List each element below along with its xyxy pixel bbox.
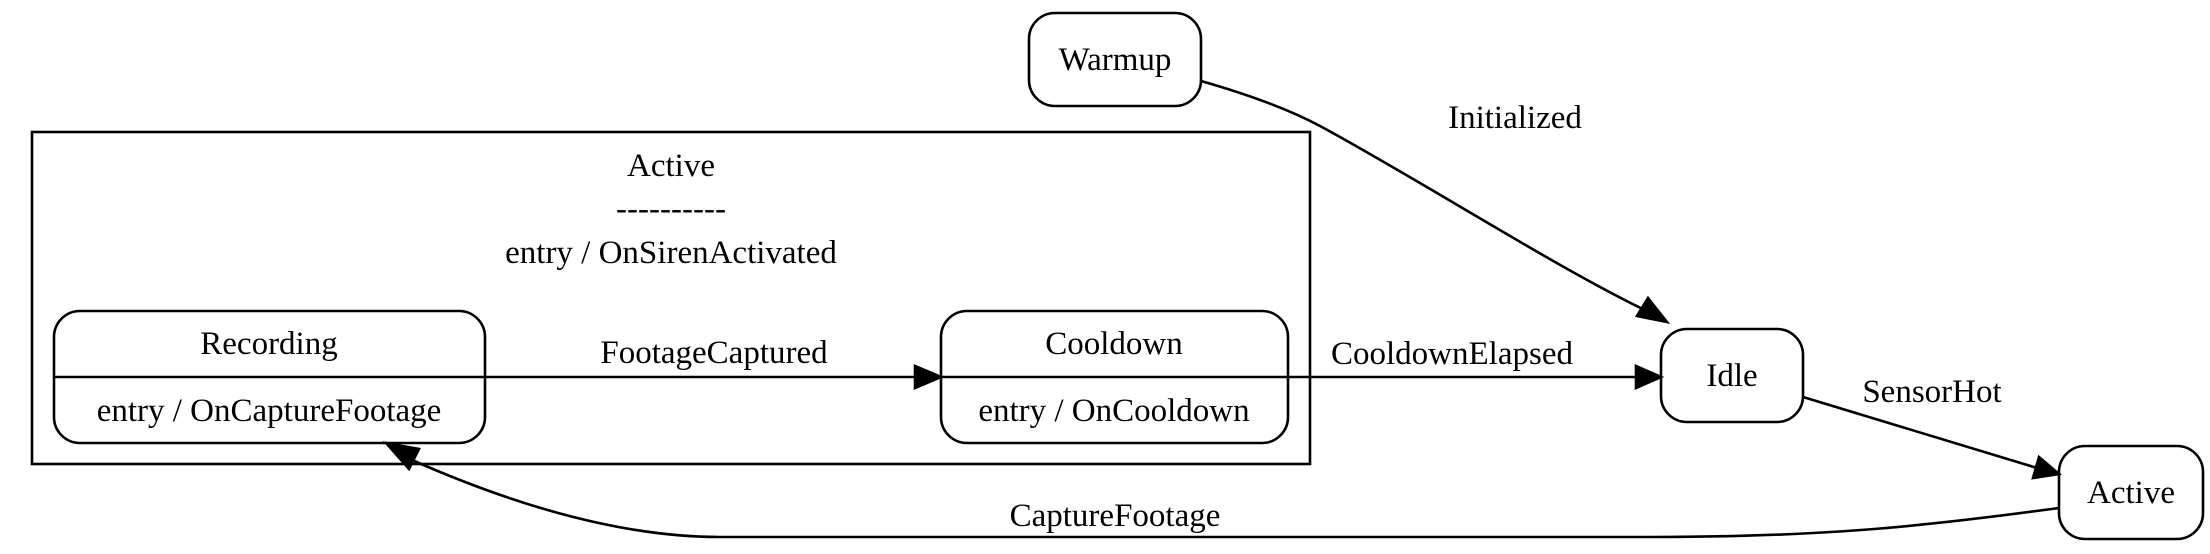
recording-name: Recording (200, 326, 337, 362)
state-recording[interactable]: Recording entry / OnCaptureFootage (52, 309, 487, 445)
transition-footage-captured: FootageCaptured (485, 335, 945, 390)
initialized-label: Initialized (1448, 100, 1582, 136)
warmup-name: Warmup (1059, 42, 1172, 78)
transition-cooldown-elapsed: CooldownElapsed (1288, 336, 1665, 390)
capture-footage-arrowhead (382, 441, 421, 472)
active-cluster-border (30, 130, 1312, 466)
capture-footage-edge (411, 458, 2060, 539)
sensor-hot-arrowhead (2031, 454, 2063, 480)
state-active[interactable]: Active (2057, 444, 2205, 541)
sensor-hot-label: SensorHot (1862, 374, 2001, 410)
cluster-title: Active (627, 148, 715, 184)
active-box (2057, 444, 2205, 541)
cooldown-name: Cooldown (1045, 326, 1183, 362)
cluster-separator: ---------- (616, 191, 726, 227)
recording-entry-action: entry / OnCaptureFootage (97, 393, 442, 429)
sensor-hot-edge (1802, 395, 2038, 470)
state-cooldown[interactable]: Cooldown entry / OnCooldown (939, 309, 1290, 445)
transition-capture-footage: CaptureFootage (382, 441, 2060, 539)
footage-captured-label: FootageCaptured (600, 335, 828, 371)
cooldown-elapsed-arrowhead (1634, 364, 1665, 390)
initialized-edge (1200, 79, 1652, 315)
warmup-box (1027, 11, 1203, 108)
cooldown-entry-action: entry / OnCooldown (978, 393, 1249, 429)
cooldown-elapsed-label: CooldownElapsed (1331, 336, 1573, 372)
footage-captured-arrowhead (913, 364, 945, 390)
transition-initialized: Initialized (1200, 79, 1671, 324)
active-name: Active (2087, 475, 2175, 511)
state-warmup[interactable]: Warmup (1027, 11, 1203, 108)
idle-box (1659, 327, 1805, 424)
initialized-arrowhead (1634, 295, 1671, 324)
active-composite-state: Active ---------- entry / OnSirenActivat… (30, 130, 1312, 466)
capture-footage-label: CaptureFootage (1010, 498, 1221, 534)
transition-sensor-hot: SensorHot (1802, 374, 2063, 480)
cluster-entry-action: entry / OnSirenActivated (505, 235, 837, 271)
state-idle[interactable]: Idle (1659, 327, 1805, 424)
idle-name: Idle (1706, 358, 1757, 394)
